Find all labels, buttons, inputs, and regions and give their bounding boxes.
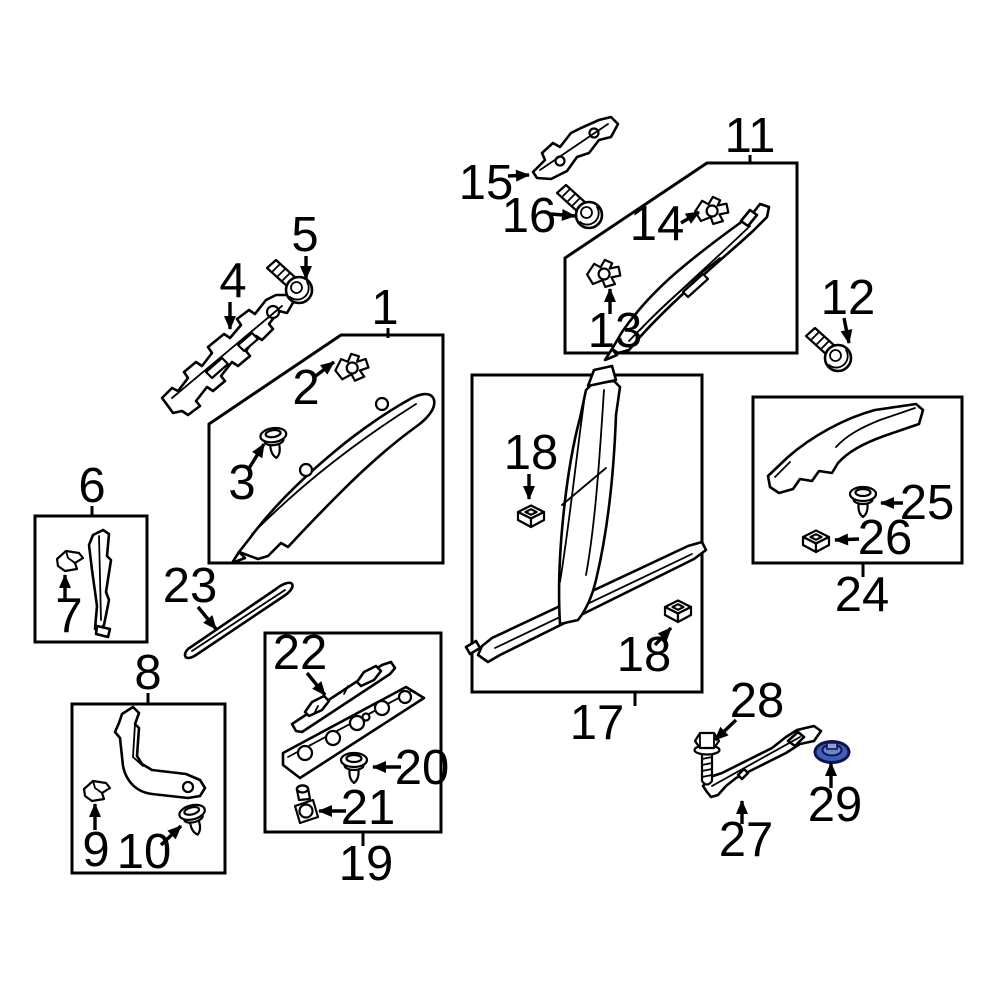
- part-29-grommet-highlighted: [813, 740, 851, 764]
- part-16-screw: [555, 183, 604, 230]
- callout-arrow-23: [196, 605, 218, 631]
- callout-arrow-26: [834, 533, 860, 546]
- callout-26[interactable]: 26: [858, 511, 913, 565]
- callout-21[interactable]: 21: [341, 781, 396, 835]
- callout-arrow-15: [507, 169, 530, 182]
- part-1-a-pillar-trim: [230, 392, 436, 565]
- part-8-cowl-side-trim: [113, 705, 207, 800]
- callout-12[interactable]: 12: [821, 271, 876, 325]
- callout-arrow-10: [159, 824, 183, 847]
- callout-arrow-14: [680, 210, 700, 225]
- callout-9[interactable]: 9: [82, 823, 109, 877]
- callout-7[interactable]: 7: [55, 589, 82, 643]
- part-23-sill-strip: [183, 581, 294, 660]
- callout-27[interactable]: 27: [719, 813, 774, 867]
- part-28-bolt: [693, 731, 721, 786]
- callout-19[interactable]: 19: [339, 837, 394, 891]
- callout-4[interactable]: 4: [219, 254, 246, 308]
- callout-24[interactable]: 24: [835, 568, 890, 622]
- group-box-6: [33, 514, 149, 644]
- callout-20[interactable]: 20: [395, 741, 450, 795]
- callout-3[interactable]: 3: [228, 456, 255, 510]
- callout-15[interactable]: 15: [459, 156, 514, 210]
- callout-11[interactable]: 11: [725, 109, 776, 163]
- callout-18b[interactable]: 18: [617, 628, 672, 682]
- callout-arrows: [59, 169, 903, 847]
- callout-arrow-18b: [653, 626, 673, 647]
- part-21-clip: [293, 784, 320, 825]
- callout-25[interactable]: 25: [900, 476, 955, 530]
- callout-arrow-22: [305, 671, 327, 697]
- callout-16[interactable]: 16: [502, 189, 557, 243]
- callout-10[interactable]: 10: [117, 825, 172, 879]
- part-12-screw: [804, 326, 853, 373]
- callout-arrow-16: [550, 208, 576, 221]
- callout-labels: 1 2 3 4 5 6 7 8 9 10 11 12 13 14 15 16 1…: [55, 109, 954, 891]
- part-6-lower-trim: [87, 528, 113, 639]
- callout-18a[interactable]: 18: [504, 426, 559, 480]
- callout-8[interactable]: 8: [134, 646, 161, 700]
- callout-28[interactable]: 28: [730, 674, 785, 728]
- callout-22[interactable]: 22: [273, 626, 328, 680]
- callout-arrow-12: [840, 317, 853, 344]
- part-4-pillar-bracket: [160, 293, 296, 417]
- part-15-roof-bracket: [531, 115, 620, 181]
- part-19-scuff-plate: [281, 660, 426, 780]
- callout-arrow-3: [246, 443, 266, 471]
- callout-1[interactable]: 1: [371, 281, 398, 335]
- callout-5[interactable]: 5: [291, 208, 318, 262]
- callout-14[interactable]: 14: [630, 197, 685, 251]
- group-box-11: [563, 161, 799, 355]
- group-boxes: [33, 161, 964, 875]
- part-24-quarter-trim: [766, 402, 925, 495]
- label-ticks: [90, 155, 865, 846]
- callout-13[interactable]: 13: [588, 304, 643, 358]
- part-11-c-pillar-trim: [603, 202, 771, 362]
- callout-arrow-2: [311, 360, 336, 380]
- callout-2[interactable]: 2: [292, 361, 319, 415]
- callout-6[interactable]: 6: [78, 459, 105, 513]
- callout-17[interactable]: 17: [570, 696, 625, 750]
- group-box-1: [207, 333, 445, 565]
- part-17-b-pillar-trim: [464, 364, 708, 664]
- part-27-bracket: [701, 724, 823, 799]
- callout-arrow-28: [713, 718, 738, 742]
- callout-23[interactable]: 23: [163, 559, 218, 613]
- callout-29[interactable]: 29: [808, 778, 863, 832]
